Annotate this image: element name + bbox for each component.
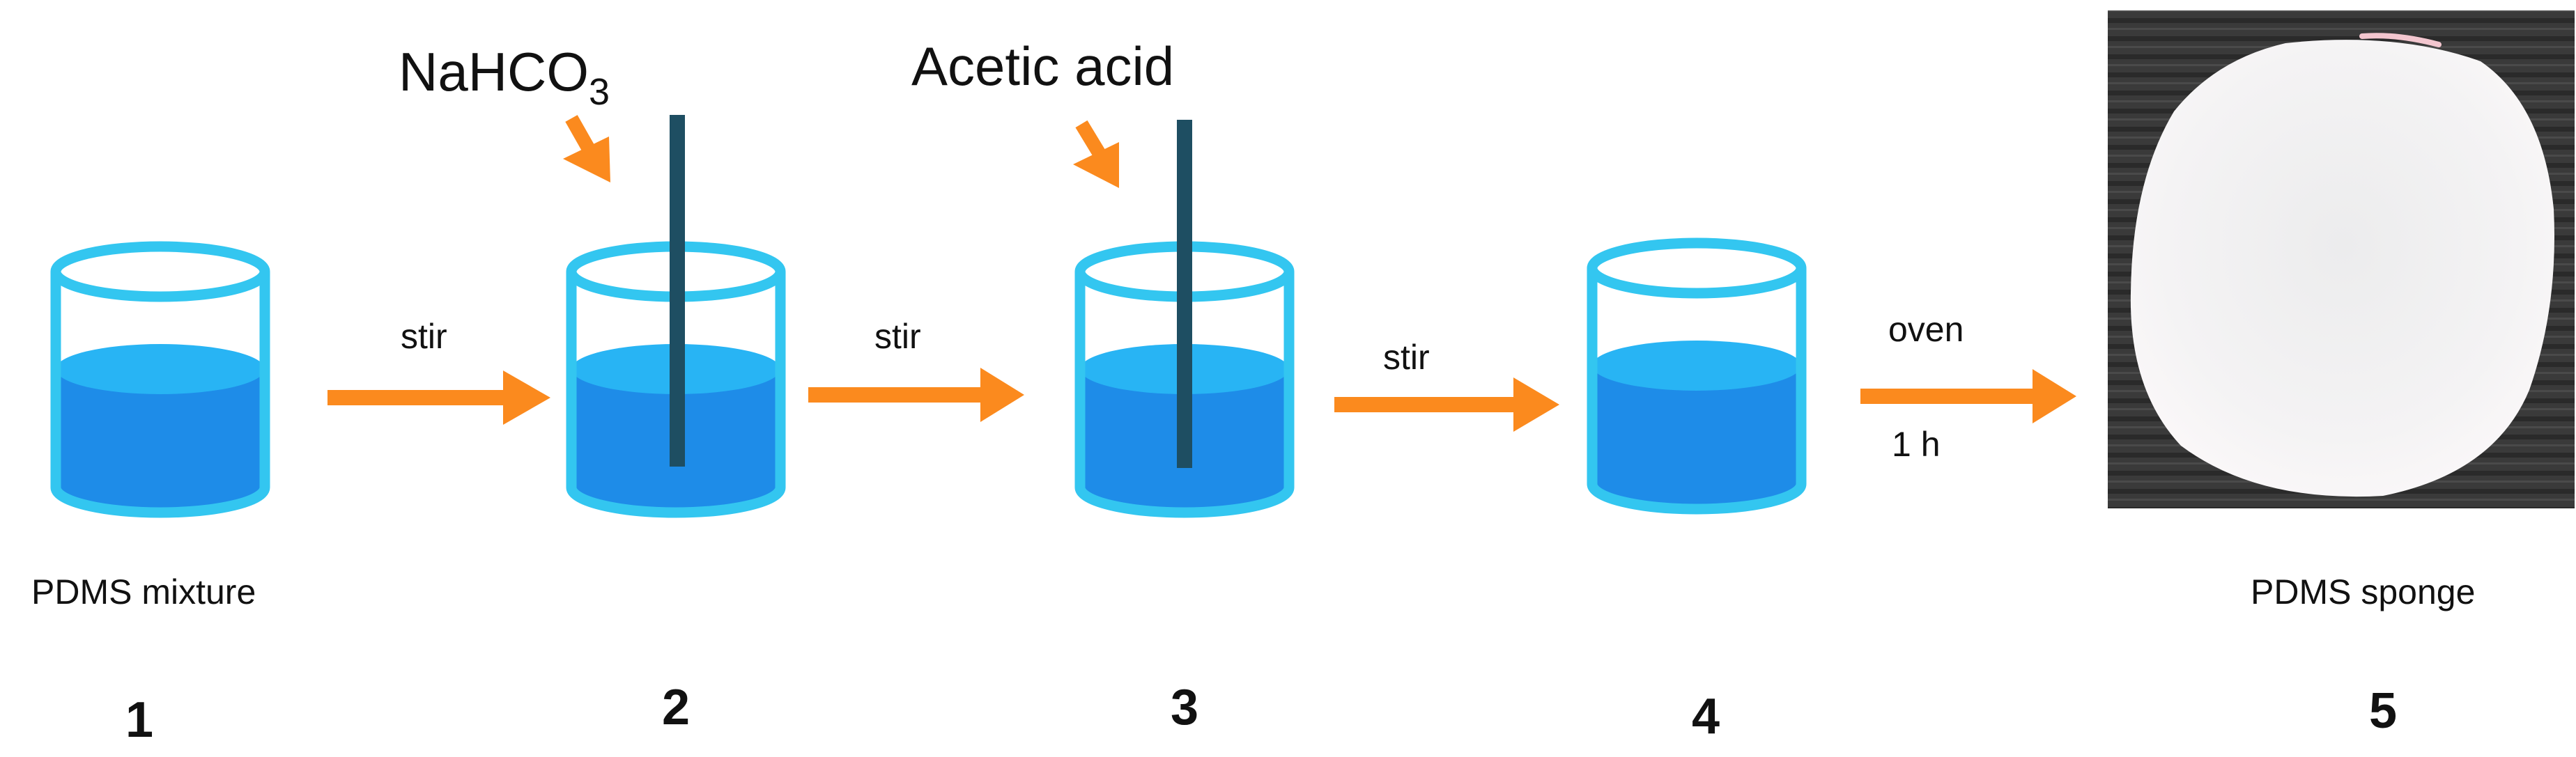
- arrow-2-label: stir: [874, 317, 921, 356]
- step-number-2: 2: [662, 680, 690, 735]
- arrow-3: [1334, 377, 1559, 432]
- stir-rod-2: [1177, 120, 1192, 468]
- beaker-4-liquid-surface: [1592, 341, 1801, 391]
- beaker-1-body: [50, 272, 270, 518]
- step-number-1: 1: [125, 692, 153, 748]
- beaker-4: [1587, 237, 1807, 515]
- beaker-1: [50, 241, 270, 518]
- beaker-3-body: [1074, 272, 1295, 518]
- stir-rod-1: [670, 115, 685, 467]
- arrow-1: [327, 370, 550, 425]
- step-number-4: 4: [1692, 689, 1720, 744]
- arrow-4-bottom-label: 1 h: [1892, 425, 1941, 464]
- arrow-2: [808, 368, 1024, 422]
- arrow-3-label: stir: [1383, 338, 1430, 377]
- beaker-1-liquid: [56, 369, 265, 513]
- step-number-5: 5: [2369, 683, 2397, 739]
- beaker-2-body: [566, 272, 786, 518]
- arrow-1-label: stir: [401, 317, 447, 356]
- beaker-1-liquid-surface: [56, 344, 265, 394]
- arrow-4: [1860, 369, 2076, 423]
- beaker-4-rim: [1587, 237, 1807, 299]
- nahco3-label: NaHCO3: [399, 41, 610, 113]
- sponge-pink-edge: [2359, 33, 2442, 47]
- beaker-4-liquid: [1592, 366, 1801, 509]
- step-number-3: 3: [1171, 680, 1198, 735]
- acid-add-arrow-icon: [1073, 120, 1119, 188]
- pdms-sponge-photo: [2108, 10, 2575, 508]
- caption-pdms-sponge: PDMS sponge: [2251, 572, 2475, 611]
- sponge-disc: [2130, 40, 2554, 497]
- arrow-4-top-label: oven: [1888, 310, 1964, 349]
- caption-pdms-mixture: PDMS mixture: [31, 572, 256, 611]
- beaker-1-rim: [50, 241, 270, 302]
- nahco3-add-arrow-icon: [563, 115, 610, 182]
- acetic-acid-label: Acetic acid: [911, 36, 1174, 97]
- beaker-4-body: [1587, 268, 1807, 515]
